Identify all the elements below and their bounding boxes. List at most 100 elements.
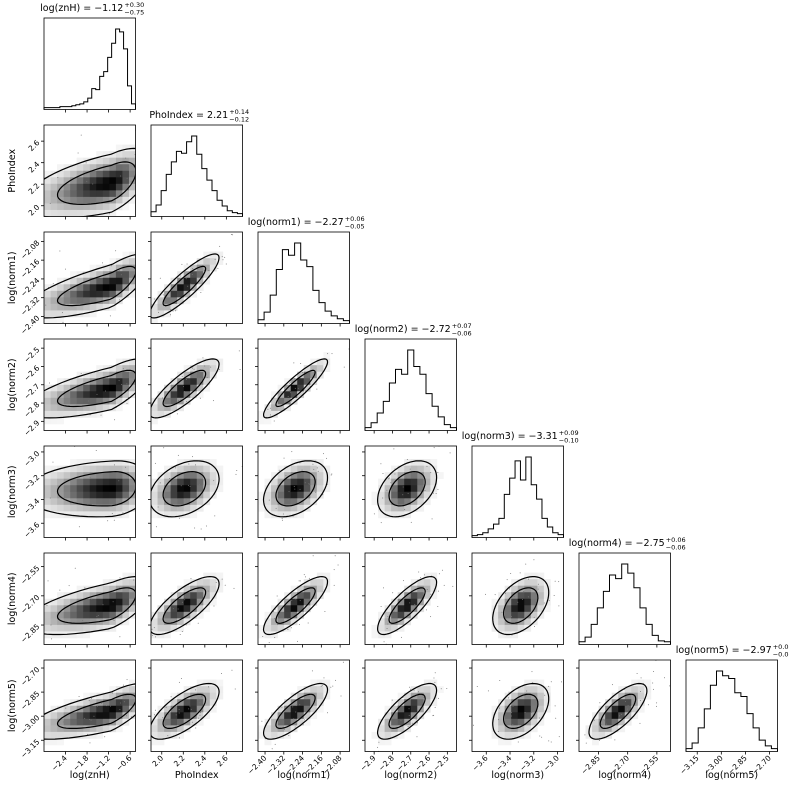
x-tick-label-0-0: −2.4: [50, 753, 69, 772]
contour-2-sigma-0-2: [44, 254, 136, 319]
density-2-4: [258, 451, 333, 521]
x-axis-label-1: PhoIndex: [175, 770, 219, 781]
y-tick-label-4-1: −3.4: [22, 496, 41, 515]
contour-1-sigma-2-5: [275, 587, 316, 624]
panel-title-plus-4: +0.09: [559, 429, 579, 437]
axes-frame-0-0: [43, 17, 136, 110]
axes-frame-0-1: [43, 124, 136, 217]
x-tick-label-4-0: −3.6: [470, 753, 489, 772]
contour-2-sigma-0-6: [44, 683, 136, 740]
y-tick-label-5-0: −2.85: [19, 622, 42, 645]
x-tick-label-1-3: 2.6: [215, 753, 230, 768]
panel-title-plus-5: +0.06: [666, 536, 686, 544]
contour-2-sigma-3-5: [376, 575, 438, 636]
panel-title-0: log(znH) = −1.12: [40, 3, 123, 14]
axes-frame-0-6: [43, 659, 136, 752]
panel-2-6: −2.40−2.32−2.24−2.16−2.08: [246, 659, 350, 776]
y-axis-label-5: log(norm4): [7, 572, 18, 625]
contour-1-sigma-2-3: [275, 369, 316, 408]
density-4-5: [484, 559, 560, 639]
y-tick-label-4-3: −3.0: [22, 449, 41, 468]
density-0-2: [44, 250, 136, 324]
contour-2-sigma-2-4: [262, 460, 329, 518]
density-4-6: [473, 671, 563, 746]
panel-title-3: log(norm2) = −2.72: [355, 324, 451, 335]
y-tick-label-1-1: 2.2: [27, 181, 42, 196]
panel-title-plus-2: +0.06: [345, 215, 365, 223]
axes-frame-0-2: [43, 231, 136, 324]
axes-frame-1-6: [150, 659, 243, 752]
x-tick-label-6-0: −3.15: [678, 753, 701, 776]
density-3-5: [371, 569, 454, 645]
axes-frame-1-1: [150, 124, 243, 217]
panel-2-4: [255, 445, 350, 541]
density-1-3: [151, 350, 241, 425]
panel-6-6: log(norm5) = −2.97+0.08−0.06−3.15−3.00−2…: [676, 643, 789, 776]
panel-0-3: −2.9−2.8−2.7−2.6−2.5: [22, 338, 136, 438]
contour-1-sigma-1-5: [162, 587, 207, 624]
axes-frame-0-4: [43, 445, 136, 538]
axes-frame-5-5: [578, 552, 671, 645]
contour-2-sigma-0-4: [44, 460, 136, 518]
axes-frame-1-4: [150, 445, 243, 538]
contour-1-sigma-0-6: [56, 693, 136, 729]
contour-1-sigma-1-6: [162, 693, 207, 729]
histogram-3: [364, 349, 457, 431]
contour-2-sigma-1-2: [151, 253, 220, 319]
panel-0-0: log(znH) = −1.12+0.30−0.75: [40, 1, 144, 113]
y-tick-label-3-1: −2.8: [22, 400, 41, 419]
panel-0-1: 2.02.22.42.6: [27, 124, 136, 220]
density-0-1: [44, 129, 136, 217]
contour-2-sigma-2-3: [263, 358, 329, 419]
contour-1-sigma-1-2: [162, 265, 207, 307]
y-tick-label-6-2: −2.85: [19, 689, 42, 712]
contour-2-sigma-1-4: [151, 460, 220, 518]
panel-3-4: [362, 445, 457, 541]
contour-1-sigma-4-5: [503, 587, 539, 624]
panel-0-2: −2.40−2.32−2.24−2.16−2.08: [19, 231, 136, 336]
y-tick-label-3-3: −2.6: [22, 363, 41, 382]
panel-title-minus-0: −0.75: [124, 9, 144, 17]
density-0-4: [44, 446, 136, 528]
density-3-4: [371, 446, 451, 524]
density-5-6: [584, 660, 671, 746]
panel-3-3: log(norm2) = −2.72+0.07−0.06: [355, 322, 472, 434]
axes-frame-4-5: [471, 552, 564, 645]
density-1-4: [151, 447, 243, 530]
contour-1-sigma-0-5: [56, 587, 136, 624]
axes-frame-5-6: [578, 659, 671, 752]
contour-2-sigma-1-6: [151, 682, 220, 740]
panel-0-4: −3.6−3.4−3.2−3.0: [22, 445, 136, 541]
contour-1-sigma-3-4: [388, 470, 426, 507]
panel-title-minus-4: −0.10: [559, 437, 579, 445]
panel-2-5: [255, 552, 350, 648]
panel-title-plus-0: +0.30: [124, 1, 144, 9]
axes-frame-6-6: [685, 659, 778, 752]
panel-title-plus-3: +0.07: [452, 322, 472, 330]
contour-2-sigma-2-6: [263, 682, 329, 740]
y-axis-label-4: log(norm3): [7, 465, 18, 518]
axes-frame-2-6: [257, 659, 350, 752]
density-1-2: [151, 233, 234, 324]
contour-2-sigma-4-5: [492, 576, 550, 636]
panel-2-2: log(norm1) = −2.27+0.06−0.05: [248, 215, 365, 327]
y-tick-label-2-4: −2.08: [19, 238, 42, 261]
y-tick-label-6-1: −3.00: [19, 713, 42, 736]
panel-2-3: [255, 338, 350, 434]
x-axis-label-5: log(norm4): [598, 770, 651, 781]
y-tick-label-3-0: −2.9: [22, 418, 41, 437]
y-tick-label-2-0: −2.40: [19, 313, 42, 336]
contour-1-sigma-1-3: [162, 369, 207, 408]
axes-frame-2-2: [257, 231, 350, 324]
panel-1-4: [148, 445, 243, 541]
axes-frame-4-6: [471, 659, 564, 752]
y-tick-label-1-2: 2.4: [27, 160, 42, 175]
panel-4-5: [469, 552, 564, 648]
axes-frame-1-5: [150, 552, 243, 645]
density-3-6: [371, 672, 448, 752]
histogram-6: [685, 670, 778, 752]
y-axis-label-3: log(norm2): [7, 358, 18, 411]
panel-title-minus-6: −0.06: [773, 651, 789, 659]
x-tick-label-1-2: 2.4: [193, 753, 208, 768]
